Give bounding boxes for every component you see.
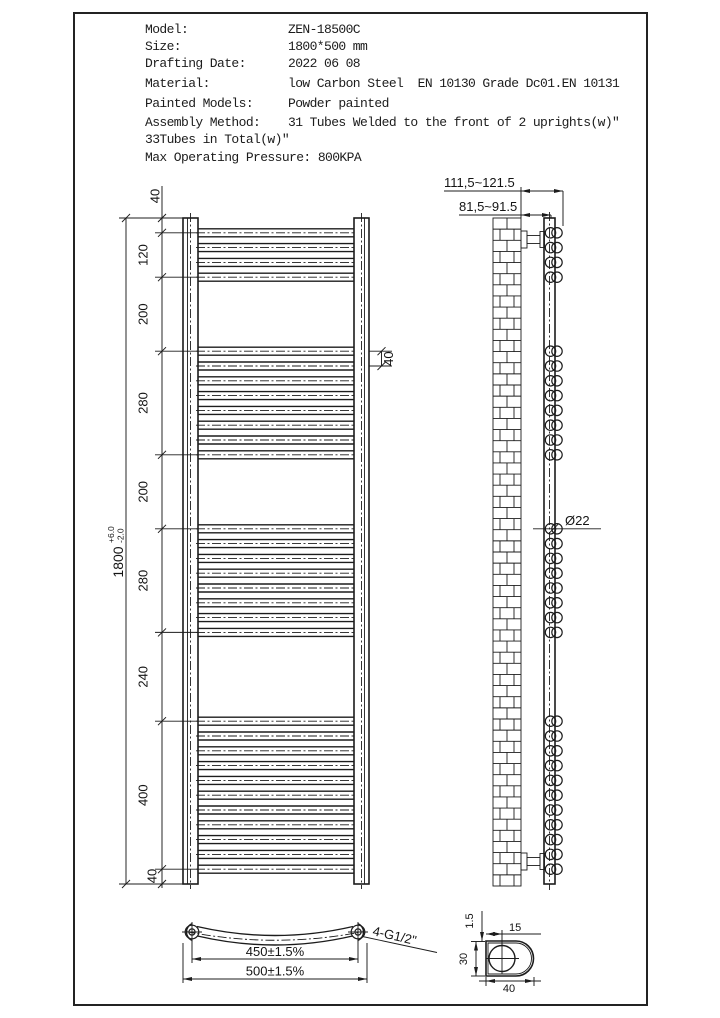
spec-value: ZEN-18500C — [288, 22, 361, 37]
front-segment-dim-label: 400 — [135, 784, 150, 806]
front-view-group: 40 120 200 280 200 280 240 400 40 40 — [119, 186, 396, 889]
section-thickness-label: 1.5 — [464, 913, 476, 928]
front-segment-dim-label: 200 — [135, 481, 150, 503]
wall-offset-outer-label: 111,5~121.5 — [444, 175, 515, 190]
front-segment-dim-label: 40 — [147, 189, 162, 203]
spec-pressure: Max Operating Pressure: 800KPA — [145, 150, 362, 165]
spec-row-material: Material: low Carbon Steel EN 10130 Grad… — [0, 76, 720, 93]
tube-diameter-label: Ø22 — [565, 513, 590, 528]
section-height-label: 30 — [458, 953, 470, 965]
spec-row-pressure: Max Operating Pressure: 800KPA — [0, 150, 720, 167]
front-segment-dim-label: 280 — [135, 392, 150, 414]
spec-row-model: Model: ZEN-18500C — [0, 22, 720, 39]
spec-block: Model: ZEN-18500C Size: 1800*500 mm Draf… — [0, 0, 720, 180]
tube-pitch-label: 40 — [381, 351, 396, 365]
spec-value: low Carbon Steel EN 10130 Grade Dc01.EN … — [288, 76, 620, 91]
spec-value: 31 Tubes Welded to the front of 2 uprigh… — [288, 115, 620, 130]
spec-row-paint: Painted Models: Powder painted — [0, 96, 720, 113]
spec-label: Size: — [145, 39, 182, 54]
spec-value: 2022 06 08 — [288, 56, 361, 71]
spec-label: Painted Models: — [145, 96, 254, 111]
spec-label: Assembly Method: — [145, 115, 261, 130]
front-segment-dim-label: 200 — [135, 303, 150, 325]
spec-row-tubes-total: 33Tubes in Total(w)" — [0, 132, 720, 149]
overall-width-dim-label: 500±1.5% — [246, 964, 305, 979]
spec-label: Drafting Date: — [145, 56, 246, 71]
spec-value: Powder painted — [288, 96, 389, 111]
spec-label: Model: — [145, 22, 189, 37]
front-segment-dim-label: 240 — [135, 666, 150, 688]
spec-row-date: Drafting Date: 2022 06 08 — [0, 56, 720, 73]
tube-centers-dim-label: 450±1.5% — [246, 944, 305, 959]
wall-bracket — [520, 230, 528, 249]
overall-height-dim: 1800 +6.0 -2.0 — [106, 526, 126, 578]
tolerance-minus-label: -2.0 — [116, 528, 126, 543]
overall-height-label: 1800 — [110, 546, 126, 577]
section-view-group — [471, 911, 541, 986]
section-width-label: 40 — [503, 983, 515, 995]
side-view-group — [444, 187, 601, 890]
front-segment-dim-label: 40 — [144, 869, 159, 883]
spec-continuation: 33Tubes in Total(w)" — [145, 132, 290, 147]
wall-offset-inner-label: 81,5~91.5 — [459, 199, 517, 214]
tolerance-plus-label: +6.0 — [106, 526, 116, 543]
wall-bracket — [520, 852, 528, 871]
section-offset-label: 15 — [509, 922, 521, 934]
thread-size-label: 4-G1/2" — [371, 923, 418, 948]
drawing-border — [73, 12, 648, 1006]
spec-label: Material: — [145, 76, 210, 91]
bottom-view-group — [182, 922, 438, 983]
spec-row-assembly: Assembly Method: 31 Tubes Welded to the … — [0, 115, 720, 132]
spec-value: 1800*500 mm — [288, 39, 368, 54]
spec-row-size: Size: 1800*500 mm — [0, 39, 720, 56]
front-segment-dim-label: 280 — [135, 570, 150, 592]
front-segment-dim-label: 120 — [135, 244, 150, 266]
